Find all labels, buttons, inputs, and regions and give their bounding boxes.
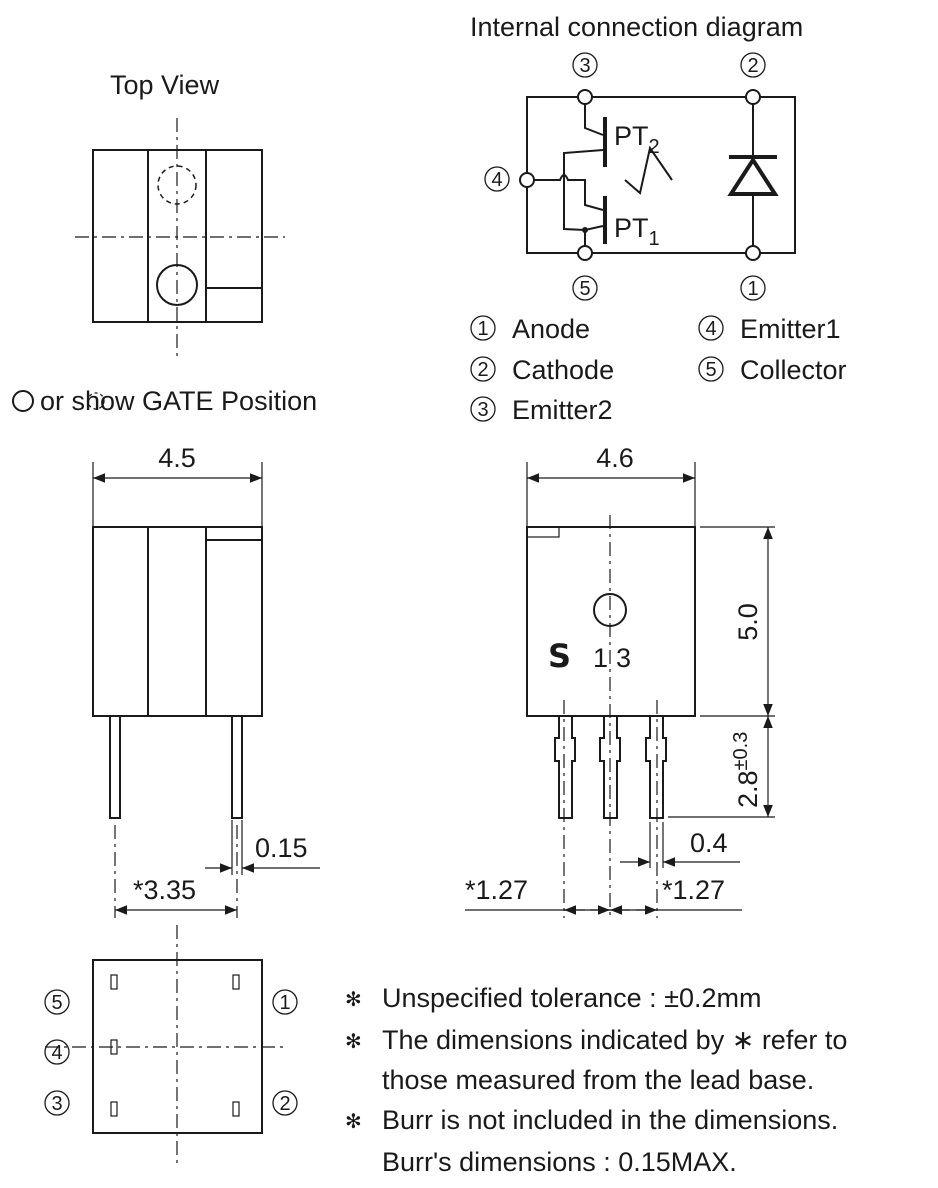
svg-text:Cathode: Cathode: [512, 355, 614, 385]
svg-text:5: 5: [579, 278, 590, 300]
marking-code: 13: [593, 643, 639, 673]
bottom-view: 5 1 4 3 2: [44, 925, 298, 1165]
pin-legend-item: 5 Collector: [698, 355, 847, 385]
note: Unspecified tolerance : ±0.2mm: [382, 983, 762, 1013]
svg-text:2: 2: [477, 359, 488, 381]
led-diode-icon: [727, 156, 779, 196]
brand-logo: S: [548, 637, 571, 675]
pin-legend-item: 1 Anode: [470, 314, 590, 344]
pin-legend-item: 4 Emitter1: [698, 314, 841, 344]
svg-text:2: 2: [279, 1093, 290, 1115]
lead-thickness-dimension: 0.15: [255, 833, 308, 863]
note: those measured from the lead base.: [382, 1065, 814, 1095]
pt2-label: PT2: [614, 121, 660, 158]
svg-text:1: 1: [747, 278, 758, 300]
pin-number-3: 3: [572, 52, 598, 78]
internal-connection-diagram: Internal connection diagram PT2 PT1 3 2 …: [470, 12, 803, 301]
note: Burr is not included in the dimensions.: [382, 1105, 838, 1135]
pin-number-2: 2: [740, 52, 766, 78]
lead-length-dimension: 2.8±0.3: [730, 732, 763, 808]
svg-text:Emitter1: Emitter1: [740, 314, 841, 344]
gate-position-alt-icon: [157, 165, 197, 205]
svg-text:4: 4: [51, 1042, 62, 1064]
pin-number-2: 2: [272, 1090, 298, 1116]
svg-text:3: 3: [477, 399, 488, 421]
svg-text:Emitter2: Emitter2: [512, 395, 613, 425]
gate-position-icon: [593, 593, 627, 627]
gate-dashed-circle-icon: [87, 392, 105, 410]
svg-text:5: 5: [51, 992, 62, 1014]
body-height-dimension: 5.0: [733, 603, 763, 641]
svg-text:1: 1: [477, 318, 488, 340]
gate-solid-circle-icon: [12, 390, 34, 412]
width-dimension: 4.5: [158, 443, 196, 473]
svg-text:Anode: Anode: [512, 314, 590, 344]
gate-caption: or show GATE Position: [40, 386, 317, 416]
notes: ✻ Unspecified tolerance : ±0.2mm ✻ The d…: [345, 983, 847, 1177]
gate-position-icon: [156, 264, 198, 306]
lead-pitch-dimension: *3.35: [133, 875, 196, 905]
lead-pad: [232, 1101, 240, 1117]
pin-number-3: 3: [44, 1090, 70, 1116]
side-view-right: 4.6 S 13 5.0 2.8±0.3 0.4 *1.27 *1.27: [465, 443, 775, 918]
light-emission-arrow-icon: [624, 145, 673, 195]
svg-text:1: 1: [279, 992, 290, 1014]
note-marker-icon: ✻: [345, 1031, 362, 1053]
pin-number-5: 5: [44, 989, 70, 1015]
lead-pad: [110, 974, 118, 990]
lead-pitch-dimension: *1.27: [465, 875, 528, 905]
width-dimension: 4.6: [596, 443, 634, 473]
pt1-label: PT1: [614, 213, 660, 250]
note-marker-icon: ✻: [345, 989, 362, 1011]
svg-text:4: 4: [491, 169, 502, 191]
lead-pad: [232, 974, 240, 990]
pin-number-4: 4: [484, 166, 510, 192]
note: The dimensions indicated by ∗ refer to: [382, 1025, 847, 1055]
lead-pad: [110, 1039, 118, 1055]
svg-text:3: 3: [579, 55, 590, 77]
svg-text:3: 3: [51, 1093, 62, 1115]
top-view-title: Top View: [110, 70, 220, 100]
svg-text:2: 2: [747, 55, 758, 77]
top-view: Top View or show GATE Position: [12, 70, 317, 416]
pin-number-4: 4: [44, 1039, 70, 1065]
svg-text:4: 4: [705, 318, 716, 340]
pin-number-1: 1: [272, 989, 298, 1015]
lead-width-dimension: 0.4: [690, 828, 728, 858]
pin-legend: 1 Anode 2 Cathode 3 Emitter2 4 Emitter1 5 Col…: [470, 314, 847, 425]
pin-legend-item: 2 Cathode: [470, 355, 614, 385]
pin-number-1: 1: [740, 275, 766, 301]
note: Burr's dimensions : 0.15MAX.: [382, 1147, 737, 1177]
side-view-left: 4.5 0.15 *3.35: [92, 443, 320, 918]
svg-text:5: 5: [705, 359, 716, 381]
lead-pitch-dimension: *1.27: [662, 875, 725, 905]
circuit-title: Internal connection diagram: [470, 12, 803, 42]
pin-number-5: 5: [572, 275, 598, 301]
pin-legend-item: 3 Emitter2: [470, 395, 613, 425]
note-marker-icon: ✻: [345, 1111, 362, 1133]
lead-pad: [110, 1101, 118, 1117]
svg-text:Collector: Collector: [740, 355, 847, 385]
